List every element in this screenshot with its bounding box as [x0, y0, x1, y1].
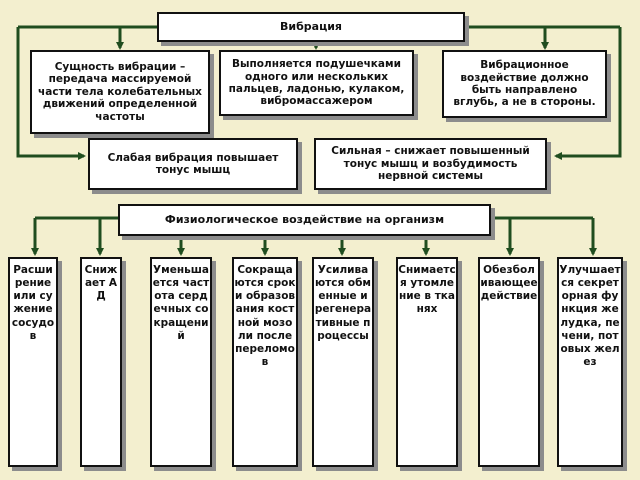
strong-vibration-text: Сильная – снижает повышенный тонус мышц … [331, 145, 530, 183]
effect-fatigue: Снимается утомление в тканях [396, 257, 458, 467]
weak-vibration-text: Слабая вибрация повышает тонус мышц [107, 151, 279, 176]
essence-text: Сущность вибрации – передача массируемой… [38, 61, 202, 123]
effect-secretion-text: Улучшается секреторная функция желудка, … [559, 264, 621, 368]
weak-vibration-box: Слабая вибрация повышает тонус мышц [88, 138, 298, 190]
effect-callus-text: Сокращаются сроки образования костной мо… [234, 264, 296, 368]
direction-text: Вибрационное воздействие должно быть нап… [453, 59, 596, 109]
effect-callus: Сокращаются сроки образования костной мо… [232, 257, 298, 467]
connector-left-to-weak [16, 27, 86, 160]
effects-title-box: Физиологическое воздействие на организм [118, 204, 491, 236]
effect-metabolism-text: Усиливаются обменные и регенеративные пр… [314, 264, 372, 342]
strong-vibration-box: Сильная – снижает повышенный тонус мышц … [314, 138, 547, 190]
technique-text: Выполняется подушечками одного или неско… [228, 58, 405, 108]
effect-analgesic: Обезболивающее действие [478, 257, 540, 467]
effect-secretion: Улучшается секреторная функция желудка, … [557, 257, 623, 467]
effects-title-text: Физиологическое воздействие на организм [164, 212, 445, 226]
technique-box: Выполняется подушечками одного или неско… [219, 50, 414, 116]
effect-blood-pressure: Снижает АД [80, 257, 122, 467]
effect-vessels-text: Расширение или сужение сосудов [11, 264, 55, 342]
effect-vessels: Расширение или сужение сосудов [8, 257, 58, 467]
effect-metabolism: Усиливаются обменные и регенеративные пр… [312, 257, 374, 467]
effect-heart-rate: Уменьшается частота сердечных сокращений [150, 257, 212, 467]
title-text: Вибрация [280, 19, 342, 33]
effect-heart-rate-text: Уменьшается частота сердечных сокращений [152, 264, 210, 342]
effect-blood-pressure-text: Снижает АД [84, 264, 118, 303]
direction-box: Вибрационное воздействие должно быть нап… [442, 50, 607, 118]
connector-right-to-strong [554, 27, 622, 160]
effect-fatigue-text: Снимается утомление в тканях [398, 264, 456, 316]
essence-box: Сущность вибрации – передача массируемой… [30, 50, 210, 134]
effect-analgesic-text: Обезболивающее действие [480, 264, 538, 303]
title-box: Вибрация [157, 12, 465, 42]
